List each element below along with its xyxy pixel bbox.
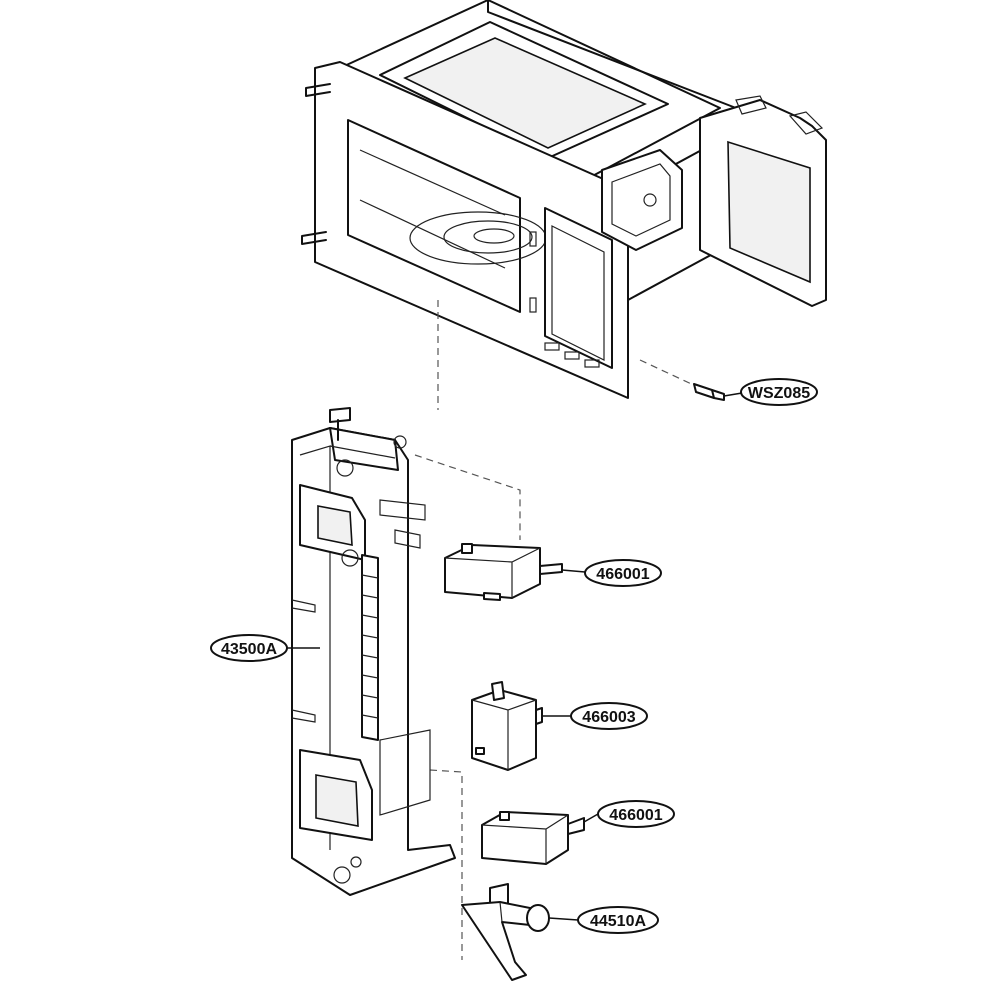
label-switch-middle: 466003 [582,709,635,726]
label-latch-board: 43500A [221,641,277,658]
lever-part [461,883,550,981]
alignment-guide [429,769,463,960]
callout-screw: WSZ085 [740,378,818,406]
label-lever: 44510A [590,913,646,930]
latch-board-part [291,407,456,896]
leader-line [723,392,743,397]
switch-top-part [444,543,563,601]
leader-line [583,813,599,823]
callout-switch-middle: 466003 [570,702,648,730]
callout-latch-board: 43500A [210,634,288,662]
callout-switch-top: 466001 [584,559,662,587]
alignment-guide [639,359,701,389]
callout-lever: 44510A [577,906,659,934]
callout-switch-bottom: 466001 [597,800,675,828]
label-screw: WSZ085 [748,385,810,402]
label-switch-bottom: 466001 [609,807,662,824]
switch-middle-part [471,681,543,771]
label-switch-top: 466001 [596,566,649,583]
leader-line [561,569,586,573]
alignment-guide [414,454,521,540]
microwave-cavity [301,0,827,399]
switch-bottom-part [481,811,585,865]
leader-line [548,917,579,921]
screw-part [693,383,725,401]
